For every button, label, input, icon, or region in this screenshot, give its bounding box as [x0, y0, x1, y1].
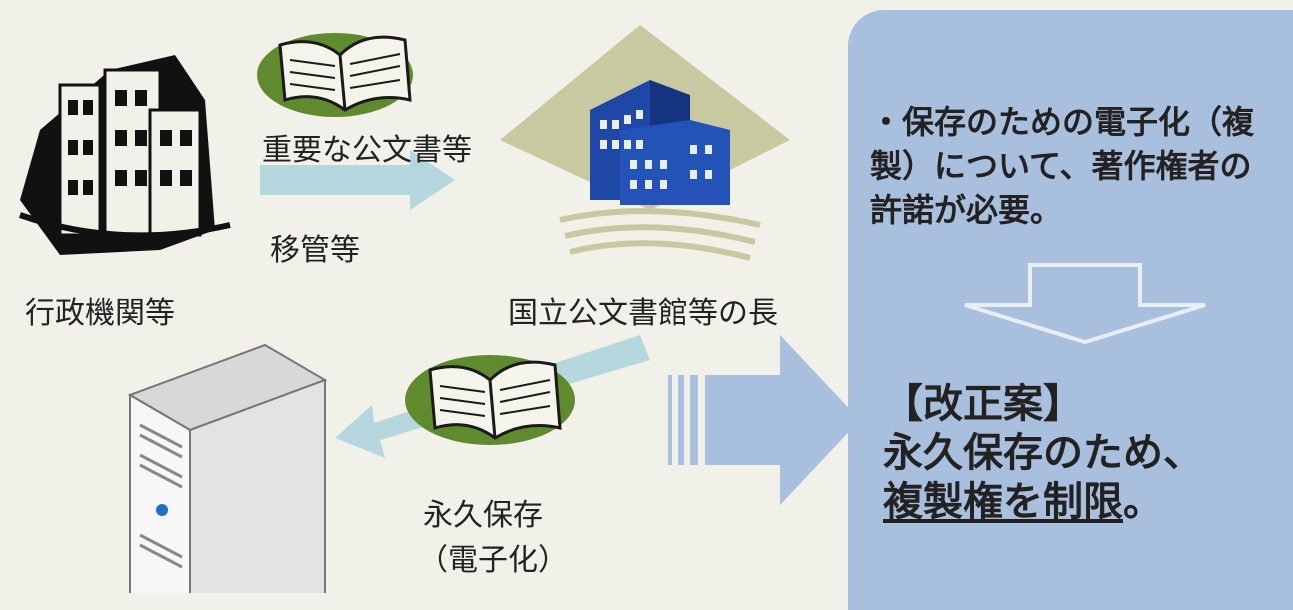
issue-line-3: 許諾が必要。	[870, 191, 1063, 229]
issue-line-2: 製）について、著作権者の	[870, 147, 1252, 185]
diagram-illustration	[19, 25, 1206, 593]
transfer-document-label: 重要な公文書等	[262, 133, 472, 168]
document-book-icon-top	[257, 33, 413, 117]
digitization-label: （電子化）	[418, 543, 568, 578]
office-building-icon	[19, 55, 231, 255]
explanation-panel	[848, 10, 1293, 610]
big-arrow-to-panel	[668, 335, 860, 505]
proposal-underlined-phrase: 複製権を制限	[883, 479, 1123, 525]
issue-text: ・保存のための電子化（複 製）について、著作権者の 許諾が必要。	[870, 100, 1254, 232]
agency-label: 行政機関等	[25, 296, 175, 331]
proposal-line-3: 複製権を制限。	[883, 478, 1203, 527]
archives-head-label: 国立公文書館等の長	[508, 296, 778, 331]
issue-line-1: ・保存のための電子化（複	[870, 103, 1255, 141]
transfer-action-label: 移管等	[270, 233, 360, 268]
proposal-title: 【改正案】	[883, 381, 1083, 427]
proposal-line-2: 永久保存のため、	[883, 430, 1203, 476]
down-arrow	[964, 263, 1206, 345]
proposal-suffix: 。	[1123, 479, 1163, 525]
transfer-arrow	[260, 150, 455, 210]
archives-building-icon	[500, 25, 790, 261]
document-book-icon-bottom	[405, 355, 575, 445]
preservation-label: 永久保存	[423, 498, 543, 533]
server-icon	[127, 343, 328, 593]
proposal-text: 【改正案】 永久保存のため、 複製権を制限。	[883, 380, 1203, 527]
